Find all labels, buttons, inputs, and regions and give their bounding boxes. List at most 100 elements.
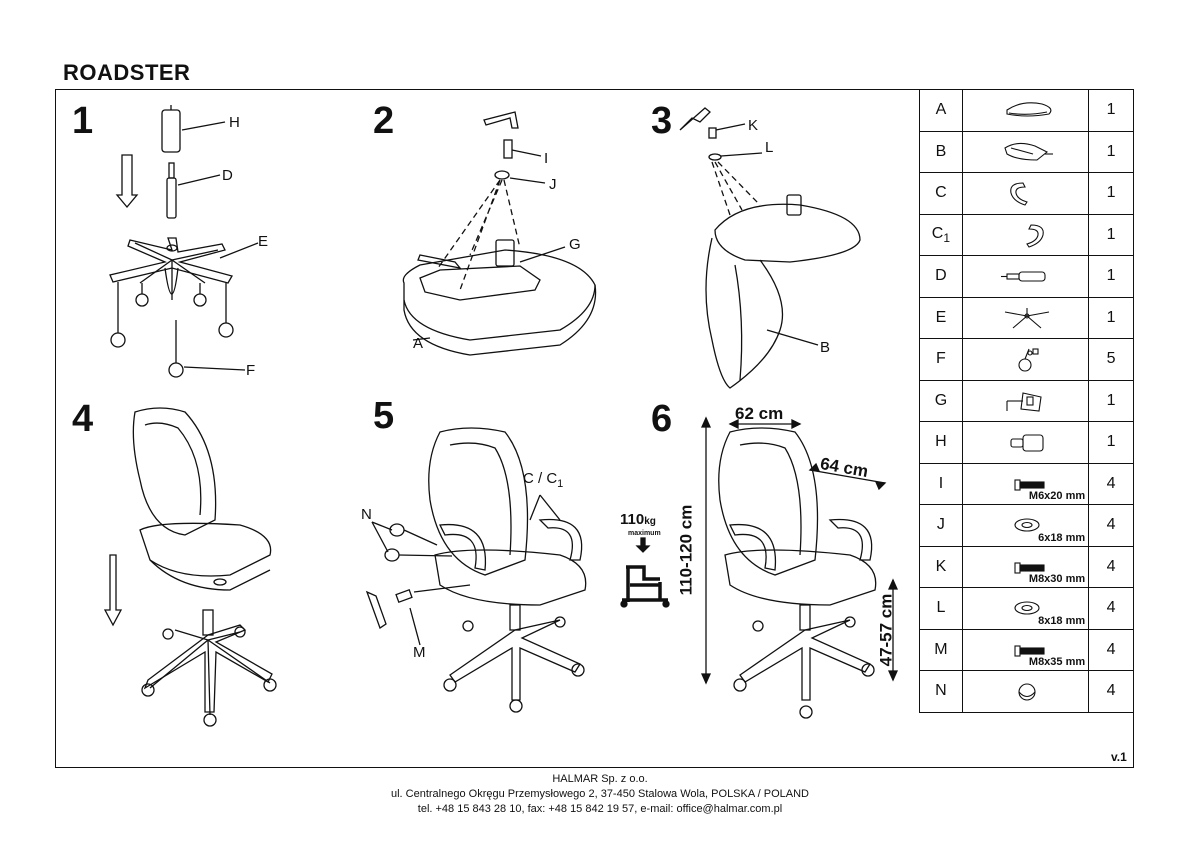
part-quantity: 4 — [1088, 504, 1134, 547]
footer-company: HALMAR Sp. z o.o. — [552, 773, 648, 785]
part-size: M6x20 mm — [1028, 490, 1086, 502]
caster-icon — [1018, 348, 1039, 372]
part-quantity: 4 — [1088, 545, 1134, 588]
label-A: A — [413, 335, 424, 352]
part-size: 6x18 mm — [1038, 531, 1086, 544]
step-number-3: 3 — [651, 100, 673, 142]
label-M: M — [413, 644, 426, 661]
bolt-icon — [1014, 561, 1045, 574]
seat-icon — [1006, 102, 1052, 117]
parts-row: C1 1 — [919, 213, 1134, 256]
instruction-frame — [55, 89, 1134, 768]
part-letter: G — [919, 379, 963, 422]
part-quantity: 1 — [1088, 172, 1134, 215]
part-letter: B — [919, 130, 963, 173]
label-D: D — [222, 167, 233, 184]
part-image — [961, 255, 1090, 298]
max-load-note: maximum — [628, 530, 661, 537]
gas-lift-icon — [1000, 271, 1046, 282]
label-H: H — [229, 114, 240, 131]
part-image: 8x18 mm — [961, 587, 1090, 630]
part-image — [961, 421, 1090, 464]
part-image: 6x18 mm — [961, 504, 1090, 547]
part-letter: C — [919, 172, 963, 215]
label-F: F — [246, 362, 256, 379]
step-1-illustration — [109, 105, 259, 378]
part-image — [961, 338, 1090, 381]
label-C-C1: C / C1 — [523, 470, 564, 490]
armrest-mirrored-icon — [1025, 223, 1044, 248]
part-image: M8x35 mm — [961, 628, 1090, 671]
part-image — [961, 379, 1090, 422]
bolt-icon — [1014, 644, 1045, 657]
footer-address: ul. Centralnego Okręgu Przemysłowego 2, … — [390, 788, 809, 800]
part-quantity: 1 — [1088, 421, 1134, 464]
step-number-4: 4 — [72, 398, 94, 440]
step-number-5: 5 — [373, 395, 395, 437]
document-title: ROADSTER — [63, 60, 191, 85]
part-letter: N — [919, 670, 963, 713]
gas-cover-icon — [1010, 434, 1044, 452]
part-letter: L — [919, 587, 963, 630]
part-letter: F — [919, 338, 963, 381]
dimension-width: 62 cm — [735, 404, 784, 423]
step-number-2: 2 — [373, 100, 395, 142]
part-quantity: 1 — [1088, 89, 1134, 132]
part-quantity: 1 — [1088, 255, 1134, 298]
step-number-6: 6 — [651, 398, 673, 440]
part-letter: A — [919, 89, 963, 132]
dimension-seat-height: 47-57 cm — [876, 593, 896, 667]
step-4-illustration — [103, 407, 277, 727]
part-image: M8x30 mm — [961, 545, 1090, 588]
part-image: M6x20 mm — [961, 462, 1090, 505]
label-J: J — [549, 176, 557, 193]
part-image — [961, 670, 1090, 713]
footer: HALMAR Sp. z o.o. ul. Centralnego Okręgu… — [0, 772, 1200, 817]
label-G: G — [569, 236, 581, 253]
part-letter: M — [919, 628, 963, 671]
washer-icon — [1014, 601, 1040, 615]
cap-icon — [1018, 683, 1036, 701]
part-letter: J — [919, 504, 963, 547]
label-E: E — [258, 233, 269, 250]
part-letter: K — [919, 545, 963, 588]
part-quantity: 1 — [1088, 130, 1134, 173]
part-quantity: 1 — [1088, 213, 1134, 256]
part-image — [961, 172, 1090, 215]
part-image — [961, 213, 1090, 256]
part-size: 8x18 mm — [1038, 614, 1086, 627]
part-size: M8x35 mm — [1028, 656, 1086, 668]
bolt-icon — [1014, 478, 1045, 491]
version-label: v.1 — [1111, 750, 1127, 764]
armrest-icon — [1010, 182, 1028, 206]
part-quantity: 1 — [1088, 296, 1134, 339]
label-B: B — [820, 339, 831, 356]
part-quantity: 4 — [1088, 587, 1134, 630]
step-number-1: 1 — [72, 100, 94, 142]
part-size: M8x30 mm — [1028, 573, 1086, 585]
dimension-height: 110-120 cm — [676, 504, 696, 596]
backrest-icon — [1004, 142, 1053, 161]
step-2-illustration — [402, 111, 597, 356]
part-image — [961, 130, 1090, 173]
part-image — [961, 89, 1090, 132]
part-quantity: 4 — [1088, 462, 1134, 505]
step-6-illustration — [620, 416, 899, 719]
label-K: K — [748, 117, 759, 134]
washer-icon — [1014, 518, 1040, 532]
part-image — [961, 296, 1090, 339]
label-N: N — [361, 506, 372, 523]
part-letter: C1 — [919, 213, 963, 256]
